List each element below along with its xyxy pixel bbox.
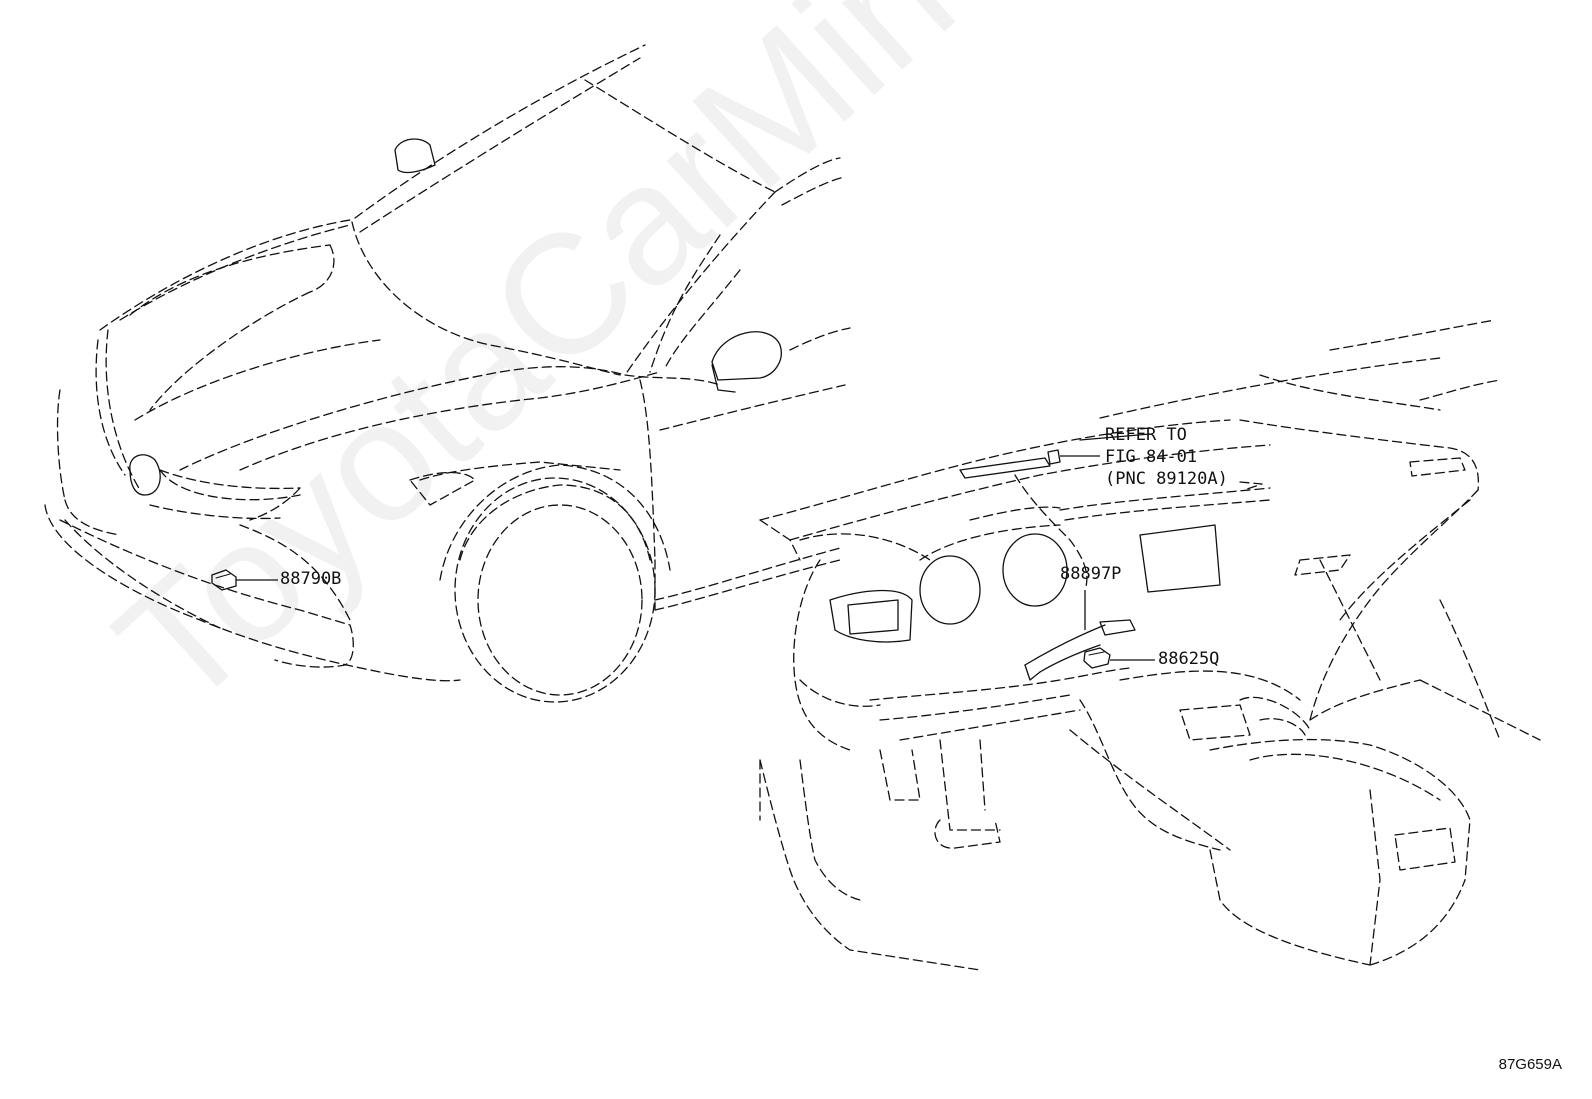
refer-line-1: REFER TO bbox=[1105, 425, 1187, 445]
refer-line-2: FIG 84-01 bbox=[1105, 447, 1198, 467]
callout-88897p: 88897P bbox=[1060, 564, 1122, 584]
figure-id: 87G659A bbox=[1498, 1056, 1562, 1073]
callout-88625q: 88625Q bbox=[1158, 649, 1220, 669]
car-front-exterior bbox=[44, 44, 851, 703]
car-interior-dashboard bbox=[759, 319, 1541, 971]
callout-88790b: 88790B bbox=[280, 569, 342, 589]
refer-line-3: (PNC 89120A) bbox=[1105, 469, 1228, 489]
